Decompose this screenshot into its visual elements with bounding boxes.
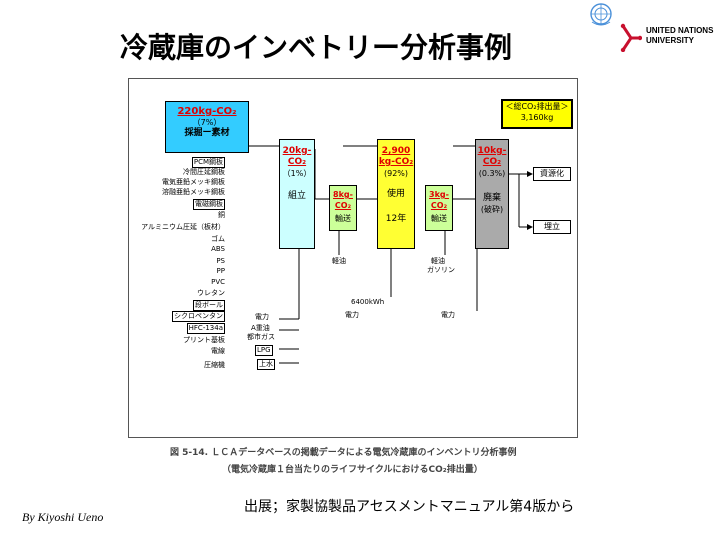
electricity-use-label: 6400kWh [351, 298, 385, 306]
electricity-label-2: 電力 [441, 311, 455, 319]
unu-logo-icon [620, 23, 642, 52]
material-item: PCM鋼板 [191, 157, 225, 168]
disposal-box: 10kg-CO₂ (0.3%) 廃棄 (破砕) [475, 139, 509, 249]
material-item: 電磁鋼板 [193, 199, 225, 210]
figure-caption: 図 5-14. ＬＣＡデータベースの掲載データによる電気冷蔵庫のインベントリ分析… [170, 448, 517, 458]
gasoline-label: ガソリン [427, 266, 455, 274]
material-item: 溶融亜鉛メッキ鋼板 [162, 188, 225, 196]
material-item: 冷間圧延鋼板 [183, 168, 225, 176]
material-item: アルミニウム圧延（板材） [141, 223, 225, 231]
landfill-box: 埋立 [533, 220, 571, 234]
material-item: 銅 [218, 211, 225, 219]
light-oil-label: 軽油 [332, 257, 346, 265]
energy-input-item: LPG [255, 345, 273, 356]
material-item: 電気亜鉛メッキ鋼板 [162, 178, 225, 186]
light-oil-label-2: 軽油 [431, 257, 445, 265]
material-item: 圧縮機 [204, 361, 225, 369]
material-item: ウレタン [197, 289, 225, 297]
material-item: ゴム [211, 235, 225, 243]
material-item: 電線 [211, 347, 225, 355]
material-item: プリント基板 [183, 336, 225, 344]
transport1-box: 8kg-CO₂ 輸送 [329, 185, 357, 231]
energy-input-item: A重油 [251, 324, 270, 332]
unu-wordmark: UNITED NATIONS UNIVERSITY [646, 26, 714, 45]
source-credit: 出展；家製協製品アセスメントマニュアル第4版から [244, 499, 575, 515]
material-item: PS [216, 257, 225, 265]
figure-caption-sub: （電気冷蔵庫１台当たりのライフサイクルにおけるCO₂排出量） [222, 465, 483, 475]
material-item: 段ボール [193, 300, 225, 311]
use-box: 2,900 kg-CO₂ (92%) 使用 12年 [377, 139, 415, 249]
material-item: PP [216, 267, 225, 275]
energy-input-item: 上水 [257, 359, 275, 370]
author-credit: By Kiyoshi Ueno [22, 510, 104, 524]
un-emblem-icon [590, 3, 612, 26]
page-title: 冷蔵庫のインベトリー分析事例 [120, 31, 513, 64]
inventory-diagram: ＜総CO₂排出量＞ 3,160kg 220kg-CO₂ （7%） 採掘ー素材 P… [128, 78, 578, 438]
material-list: PCM鋼板 冷間圧延鋼板 電気亜鉛メッキ鋼板 溶融亜鉛メッキ鋼板 電磁鋼板 銅 … [129, 157, 225, 377]
material-item: HFC-134a [186, 323, 225, 334]
transport2-box: 3kg-CO₂ 輸送 [425, 185, 453, 231]
materials-box: 220kg-CO₂ （7%） 採掘ー素材 [165, 101, 249, 153]
assembly-box: 20kg-CO₂ （1%） 組立 [279, 139, 315, 249]
electricity-label: 電力 [345, 311, 359, 319]
material-item: シクロペンタン [172, 311, 225, 322]
recycle-box: 資源化 [533, 167, 571, 181]
energy-input-item: 電力 [255, 313, 269, 321]
material-item: ABS [211, 245, 225, 253]
total-emission-box: ＜総CO₂排出量＞ 3,160kg [501, 99, 573, 129]
material-item: PVC [211, 278, 225, 286]
energy-input-item: 都市ガス [247, 333, 275, 341]
